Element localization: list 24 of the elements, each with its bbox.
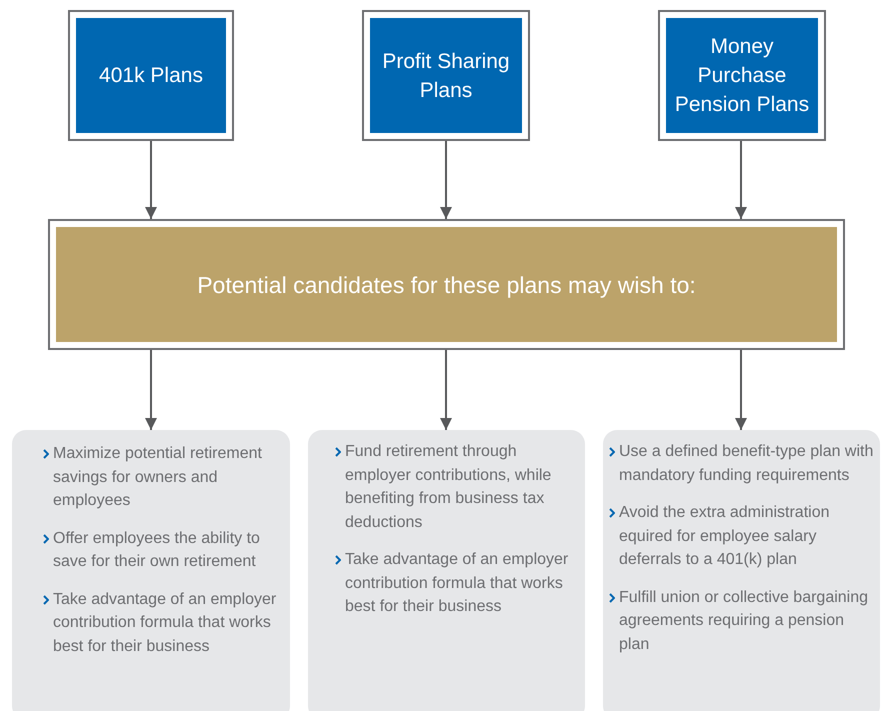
arrow — [735, 350, 747, 430]
arrow — [440, 350, 452, 430]
benefit-panel — [308, 430, 585, 711]
arrow — [440, 141, 452, 219]
arrow — [145, 350, 157, 430]
benefit-panel — [603, 430, 880, 711]
bullet-text: Take advantage of an employer contribution formula that works best for their business — [53, 590, 278, 656]
bullet-text: Avoid the extra administration equired for employee salary deferrals to a 401(k) plan — [619, 503, 830, 570]
plan-box — [68, 10, 234, 141]
plan-title: Money Purchase Pension Plans — [674, 34, 810, 118]
bullet-text: Take advantage of an employer contribution formula that works best for their business — [345, 550, 570, 617]
bullet-text: Offer employees the ability to save for their own retirement — [53, 528, 261, 572]
bullet-text: Use a defined benefit-type plan with mandatory funding requirements — [619, 442, 874, 486]
arrow — [735, 141, 747, 219]
plan-title: 401k Plans — [99, 63, 203, 89]
benefit-panel — [12, 430, 290, 711]
bullet-text: Fund retirement through employer contributions, while benefiting from business tax deductions — [345, 442, 552, 532]
arrow — [145, 141, 157, 219]
heading-text: Potential candidates for these plans may wish to: — [197, 270, 696, 300]
plan-box — [362, 10, 530, 141]
plan-box — [658, 10, 826, 141]
bullet-text: Fulfill union or collective bargaining agreements requiring a pension plan — [619, 588, 870, 654]
plan-title: Profit Sharing Plans — [381, 48, 511, 104]
bullet-text: Maximize potential retirement savings for owners and employees — [53, 444, 263, 511]
